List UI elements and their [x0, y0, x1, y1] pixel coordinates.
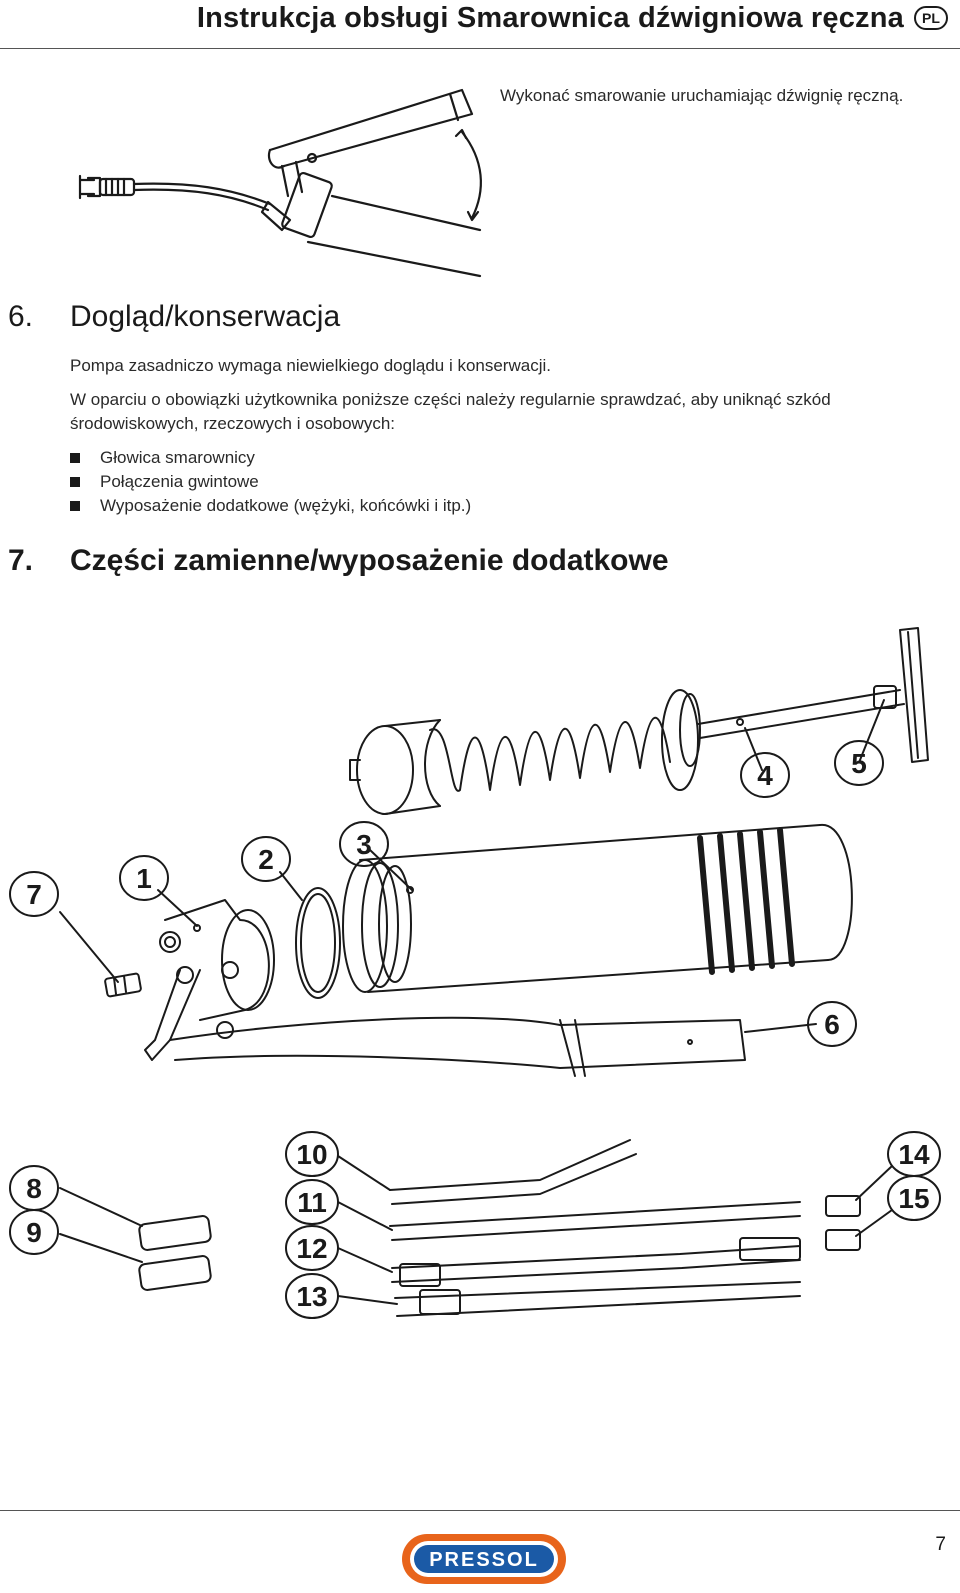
lever-operation-figure [78, 88, 482, 278]
section-7-number: 7. [8, 544, 34, 577]
bullet-square-icon [70, 453, 80, 463]
inspection-list: Głowica smarownicy Połączenia gwintowe W… [70, 446, 471, 518]
callout-1: 1 [136, 863, 152, 894]
callout-12: 12 [296, 1233, 327, 1264]
footer-divider [0, 1510, 960, 1511]
callout-13: 13 [296, 1281, 327, 1312]
callout-3: 3 [356, 829, 372, 860]
fittings [825, 1195, 861, 1251]
barrel [342, 823, 853, 993]
bullet-square-icon [70, 501, 80, 511]
callout-10: 10 [296, 1139, 327, 1170]
grease-gun-head [144, 899, 746, 1077]
section-6-number: 6. [8, 300, 34, 333]
language-badge: PL [914, 6, 948, 30]
callout-14: 14 [898, 1139, 930, 1170]
maintenance-intro: Pompa zasadniczo wymaga niewielkiego dog… [70, 356, 551, 375]
section-6-heading: 6. Dogląd/konserwacja [8, 300, 340, 334]
section-7-title: Części zamienne/wyposażenie dodatkowe [70, 544, 669, 577]
logo-text: PRESSOL [429, 1549, 539, 1571]
callout-7: 7 [26, 879, 42, 910]
section-7-heading: 7. Części zamienne/wyposażenie dodatkowe [8, 544, 669, 578]
page-number: 7 [935, 1534, 946, 1555]
step-caption: Wykonać smarowanie uruchamiając dźwignię… [500, 86, 904, 105]
list-item: Wyposażenie dodatkowe (wężyki, końcówki … [70, 494, 471, 518]
pressol-logo: PRESSOL [402, 1534, 566, 1584]
maintenance-obligations: W oparciu o obowiązki użytkownika poniżs… [70, 390, 831, 433]
plunger-spring-assembly [349, 627, 929, 815]
header-divider [0, 48, 960, 49]
spare-parts-diagram: 1 2 3 4 5 6 7 8 9 10 11 12 13 14 15 [9, 627, 941, 1319]
callout-8: 8 [26, 1173, 42, 1204]
callout-11: 11 [297, 1187, 327, 1218]
grease-nipple [104, 972, 142, 998]
section-6-title: Dogląd/konserwacja [70, 300, 341, 333]
couplers [138, 1215, 212, 1291]
callout-6: 6 [824, 1009, 840, 1040]
bullet-square-icon [70, 477, 80, 487]
callout-9: 9 [26, 1217, 42, 1248]
callout-2: 2 [258, 844, 274, 875]
document-title: Instrukcja obsługi Smarownica dźwigniowa… [196, 2, 904, 34]
page-header: Instrukcja obsługi Smarownica dźwigniowa… [0, 0, 960, 50]
list-item: Połączenia gwintowe [70, 470, 471, 494]
gasket-ring [295, 887, 341, 999]
list-item: Głowica smarownicy [70, 446, 471, 470]
hoses [389, 1139, 801, 1317]
callout-15: 15 [898, 1183, 929, 1214]
callout-4: 4 [757, 760, 773, 791]
callout-5: 5 [851, 748, 867, 779]
